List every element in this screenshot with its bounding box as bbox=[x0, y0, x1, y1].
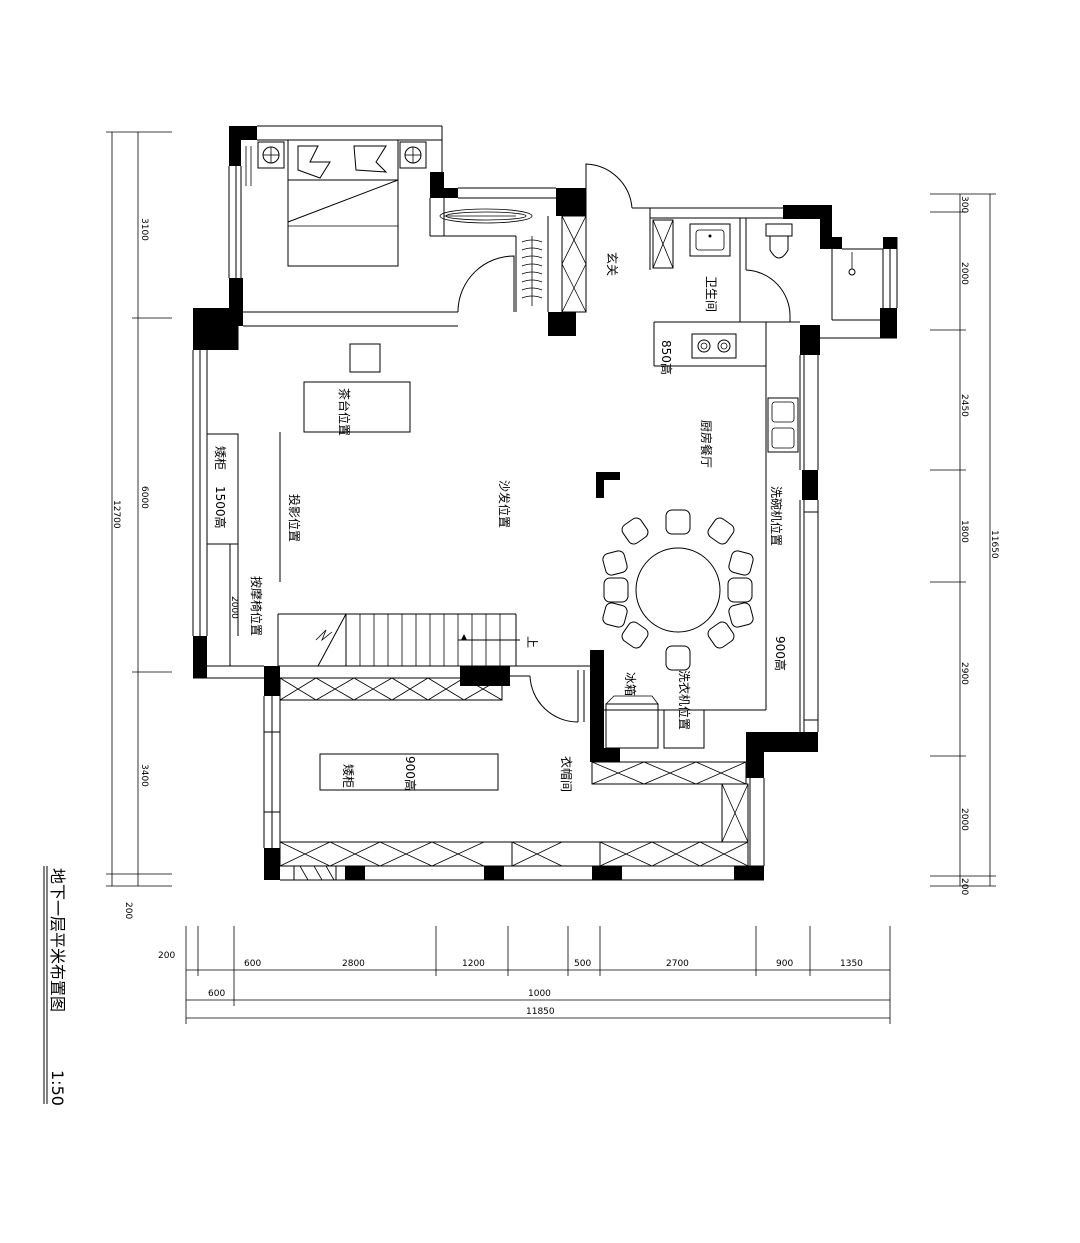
dim-right-2: 2000 bbox=[959, 262, 969, 285]
dim-bottom-4: 1200 bbox=[462, 959, 485, 969]
dim-right-6: 2000 bbox=[959, 808, 969, 831]
dishwasher-label: 洗碗机位置 bbox=[769, 486, 784, 546]
dim-bottom-7: 900 bbox=[776, 959, 793, 969]
dim-bottom-5: 500 bbox=[574, 959, 591, 969]
dim-right-total: 11650 bbox=[989, 530, 999, 559]
dining-table-icon bbox=[602, 509, 754, 671]
dim-bottom-row2-1: 600 bbox=[208, 989, 225, 999]
tea-table-label: 茶台位置 bbox=[337, 388, 352, 436]
fridge-label: 冰箱 bbox=[623, 672, 638, 696]
massage-chair-label: 按摩椅位置 bbox=[249, 576, 264, 636]
shower-icon bbox=[848, 252, 856, 276]
dim-right-4: 1800 bbox=[959, 520, 969, 543]
cabinet-left-label: 矮柜 bbox=[213, 446, 227, 470]
bathroom-label: 卫生间 bbox=[704, 276, 718, 312]
title-block: 地下一层平米布置图 1:50 bbox=[43, 866, 67, 1106]
dim-bottom-2: 600 bbox=[244, 959, 261, 969]
nightstand-lamp-icon bbox=[399, 141, 427, 169]
stove-icon bbox=[691, 333, 737, 359]
bed-icon bbox=[287, 139, 399, 267]
dim-right-7: 200 bbox=[959, 878, 969, 895]
dim-bottom-3: 2800 bbox=[342, 959, 365, 969]
walls bbox=[193, 126, 897, 880]
cabinet-left-height-note: 1500高 bbox=[213, 486, 228, 529]
dim-right-3: 2450 bbox=[959, 394, 969, 417]
cabinet-bottom-height-note: 900高 bbox=[403, 756, 418, 791]
dim-left-3: 2000 bbox=[229, 596, 239, 619]
washer-label: 洗衣机位置 bbox=[677, 670, 692, 730]
drawing-title: 地下一层平米布置图 bbox=[48, 868, 67, 1012]
tv-area-label: 投影位置 bbox=[287, 494, 302, 542]
dim-left-5: 200 bbox=[123, 902, 133, 919]
room-labels: 玄关 卫生间 厨房餐厅 沙发位置 茶台位置 投影位置 按摩椅位置 衣帽间 洗碗机… bbox=[213, 252, 788, 792]
furniture bbox=[245, 139, 856, 791]
kitchen-sink-icon bbox=[767, 397, 799, 453]
hanger-rail-icon bbox=[521, 236, 543, 306]
stove-height-note: 850高 bbox=[659, 340, 674, 375]
dim-left-2: 6000 bbox=[139, 486, 149, 509]
dimensions-left: 3100 6000 2000 3400 200 12700 bbox=[106, 131, 239, 919]
dim-bottom-1: 200 bbox=[158, 951, 175, 961]
hanger-rail-icon bbox=[439, 208, 533, 224]
dim-bottom-total: 11850 bbox=[526, 1007, 555, 1017]
dim-right-1: 300 bbox=[959, 196, 969, 213]
counter-right-height-note: 900高 bbox=[773, 636, 788, 671]
cabinet-bottom-label: 矮柜 bbox=[341, 764, 355, 788]
dim-left-4: 3400 bbox=[139, 764, 149, 787]
dimensions-right: 300 2000 2450 1800 2900 2000 200 11650 bbox=[930, 193, 999, 895]
stair-up-note: 上 bbox=[525, 636, 539, 648]
cloakroom-label: 衣帽间 bbox=[559, 756, 574, 792]
entrance-label: 玄关 bbox=[605, 252, 620, 276]
dim-right-5: 2900 bbox=[959, 662, 969, 685]
dim-bottom-row2-2: 1000 bbox=[528, 989, 551, 999]
sofa-area-label: 沙发位置 bbox=[497, 480, 512, 528]
dim-bottom-8: 1350 bbox=[840, 959, 863, 969]
radiator-icon bbox=[245, 146, 252, 186]
dim-left-1: 3100 bbox=[139, 218, 149, 241]
dim-bottom-6: 2700 bbox=[666, 959, 689, 969]
nightstand-lamp-icon bbox=[257, 141, 285, 169]
dim-left-total: 12700 bbox=[111, 500, 121, 529]
kitchen-dining-label: 厨房餐厅 bbox=[699, 420, 714, 468]
wall-outlines bbox=[192, 125, 898, 881]
toilet-icon bbox=[765, 223, 793, 259]
dimensions-bottom: 200 600 2800 1200 500 2700 900 1350 600 … bbox=[158, 926, 891, 1024]
bath-cabinet-icon bbox=[652, 219, 674, 269]
drawing-scale: 1:50 bbox=[48, 1070, 67, 1106]
sink-icon bbox=[689, 223, 731, 257]
